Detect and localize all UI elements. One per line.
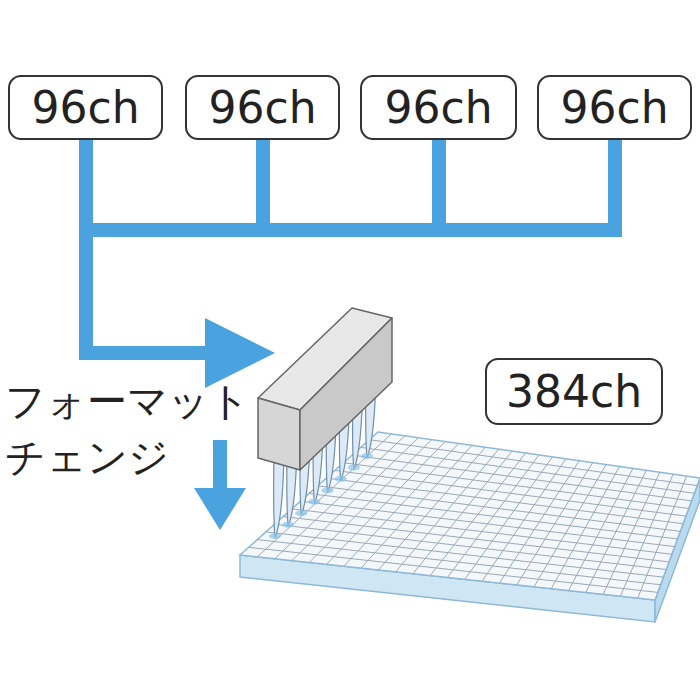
channel-label: 96ch [31, 86, 139, 130]
channel-label: 96ch [208, 86, 316, 130]
channel-box: 96ch [537, 75, 692, 140]
liquid-drop [361, 453, 373, 459]
channel-box: 96ch [360, 75, 517, 140]
liquid-drop [348, 464, 360, 470]
channel-box: 384ch [485, 358, 663, 425]
channel-box: 96ch [185, 75, 340, 140]
format-change-label: フォーマット チェンジ [5, 373, 255, 485]
liquid-drop [295, 510, 307, 516]
liquid-drop [335, 476, 347, 482]
down-arrow [194, 440, 246, 530]
liquid-drop [282, 522, 294, 528]
liquid-drop [308, 499, 320, 505]
grid-line [361, 447, 695, 493]
channel-label: 96ch [560, 86, 668, 130]
pipette-head [258, 308, 392, 470]
channel-box: 96ch [8, 75, 163, 140]
channel-label: 96ch [384, 86, 492, 130]
liquid-drop [322, 487, 334, 493]
grid-line [369, 440, 697, 486]
liquid-drop [269, 533, 281, 539]
channel-label: 384ch [506, 370, 642, 414]
